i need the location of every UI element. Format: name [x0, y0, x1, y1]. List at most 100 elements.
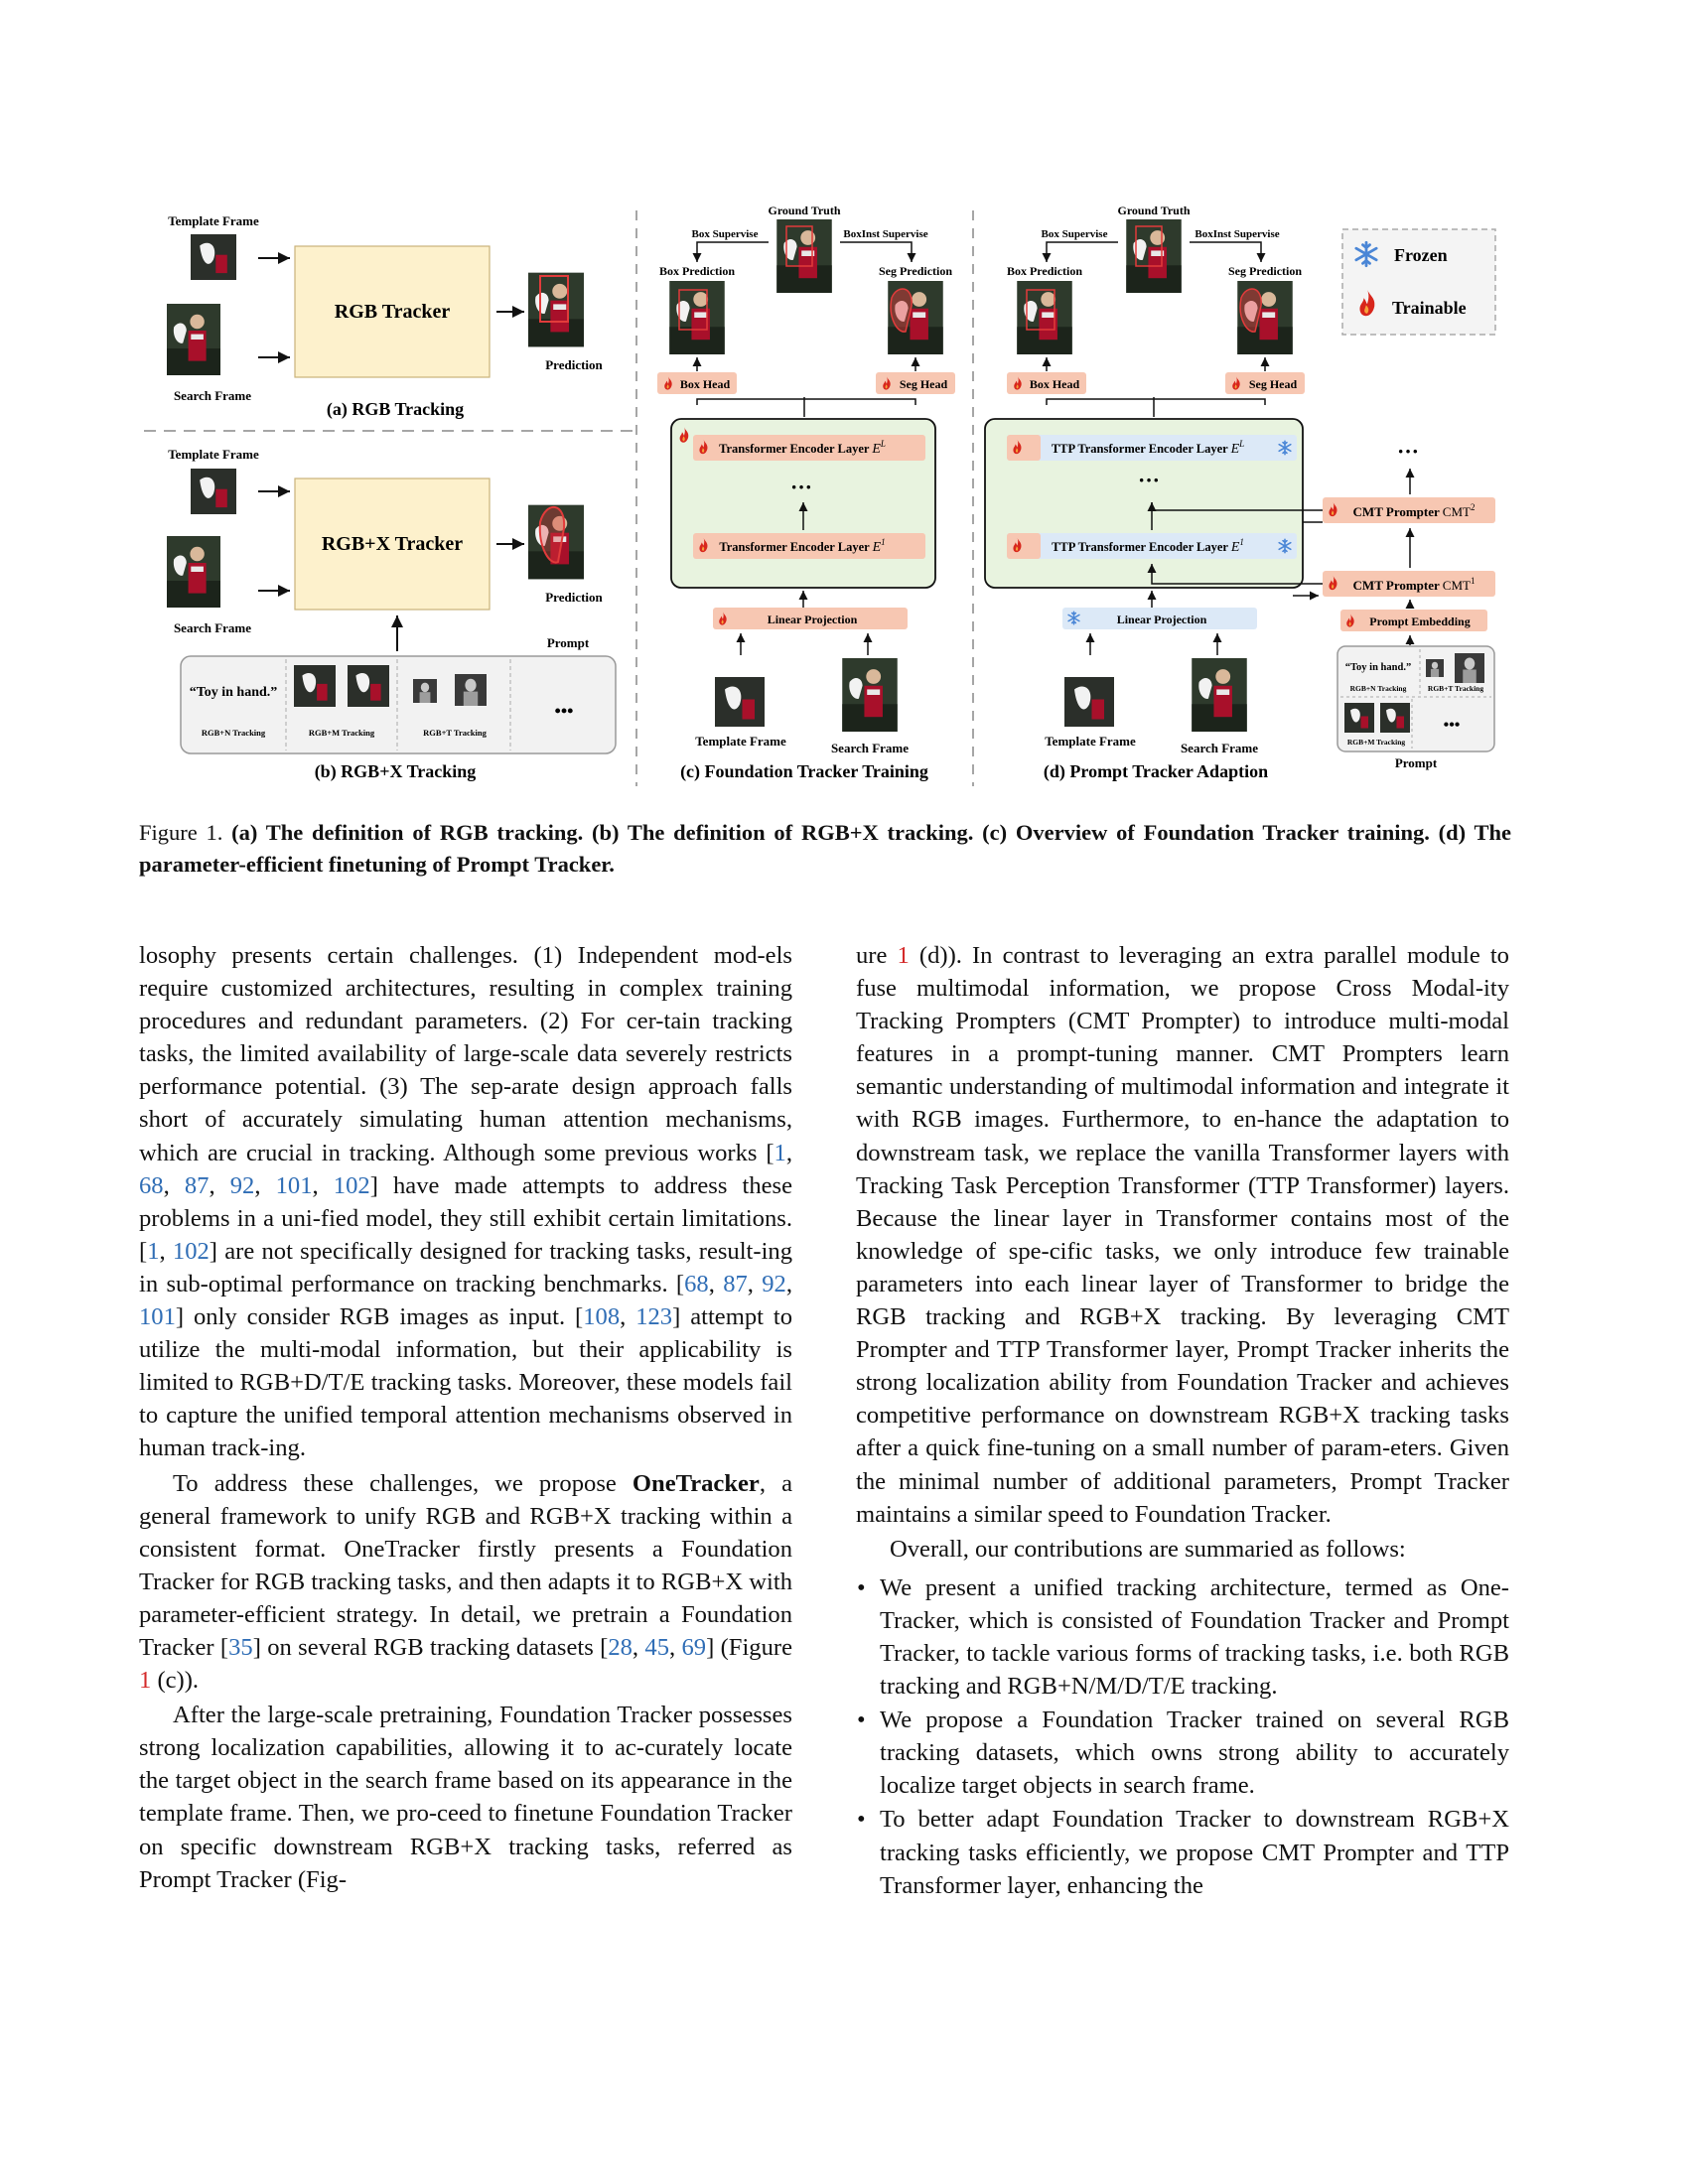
citation-link[interactable]: 102 — [172, 1237, 210, 1265]
gt-box — [785, 225, 813, 267]
panel-d-search-image — [1192, 658, 1247, 732]
citation-link[interactable]: 92 — [229, 1171, 255, 1199]
figure-1: Template Frame Search Frame RGB Tracker … — [144, 204, 1496, 786]
rgb-m-label: RGB+M Tracking — [309, 728, 375, 738]
onetracker-name: OneTracker — [632, 1469, 760, 1497]
ttp-layer-top-label: TTP Transformer Encoder Layer EL — [1052, 439, 1244, 457]
panel-c-ground-truth-label: Ground Truth — [768, 204, 840, 217]
citation-link[interactable]: 87 — [723, 1270, 748, 1297]
panel-d-seg-prediction: Seg Prediction — [1228, 264, 1302, 278]
contributions-list: We present a unified tracking architectu… — [856, 1571, 1509, 1902]
seg-head — [1225, 372, 1305, 394]
figure-ref-link[interactable]: 1 — [897, 942, 910, 969]
list-item: We propose a Foundation Tracker trained … — [857, 1704, 1509, 1802]
box-head-label: Box Head — [1030, 377, 1080, 391]
legend-trainable: Trainable — [1392, 298, 1467, 318]
panel-c-box-prediction: Box Prediction — [659, 264, 735, 278]
box-head — [1007, 372, 1086, 394]
panel-c-template-image — [715, 677, 765, 727]
cmt-prompter-2-label: CMT Prompter CMT2 — [1353, 502, 1476, 519]
prompt-thermal-image — [1455, 653, 1484, 683]
text-run: (d)). In contrast to leveraging an extra… — [856, 942, 1509, 1528]
panel-d-rgb-m-label: RGB+M Tracking — [1347, 738, 1406, 747]
panel-c-search-image — [842, 658, 898, 732]
panel-d-template-label: Template Frame — [1045, 734, 1136, 749]
supervise-line — [1042, 241, 1118, 262]
panel-d-title: (d) Prompt Tracker Adaption — [1044, 761, 1268, 782]
paragraph: ure 1 (d)). In contrast to leveraging an… — [856, 939, 1509, 1531]
ttp-trainable-part — [1007, 533, 1041, 559]
panel-a-search-label: Search Frame — [174, 388, 251, 403]
citation-link[interactable]: 102 — [333, 1171, 370, 1199]
citation-link[interactable]: 92 — [762, 1270, 786, 1297]
panel-d-prompt-label: Prompt — [1395, 755, 1438, 770]
figure-ref-link[interactable]: 1 — [139, 1667, 152, 1695]
panel-d-prompt-text: “Toy in hand.” — [1345, 662, 1411, 673]
panel-d-ground-truth-image — [1126, 219, 1182, 293]
panel-b: Template Frame Search Frame RGB+X Tracke… — [167, 447, 617, 782]
panel-b-template-image — [191, 469, 236, 514]
seg-pred-mask — [890, 288, 913, 333]
citation-link[interactable]: 35 — [228, 1633, 253, 1661]
left-column: losophy presents certain challenges. (1)… — [139, 939, 792, 1896]
encoder-layer-bottom-label: Transformer Encoder Layer E1 — [719, 537, 885, 555]
linear-projection-label: Linear Projection — [768, 613, 858, 626]
prediction-mask — [538, 505, 566, 564]
seg-head — [876, 372, 955, 394]
frozen-linear-projection-label: Linear Projection — [1117, 613, 1207, 626]
head-connector — [1046, 398, 1266, 405]
paragraph: losophy presents certain challenges. (1)… — [139, 942, 793, 1462]
cmt-prompter-1 — [1323, 571, 1495, 597]
encoder-dots: ··· — [790, 475, 812, 499]
rgb-tracker-box — [294, 245, 491, 378]
panel-c: Ground Truth Box Supervise BoxInst Super… — [657, 204, 955, 782]
panel-a-title: (a) RGB Tracking — [327, 399, 464, 420]
ttp-layer-top — [1007, 435, 1297, 461]
panel-b-template-label: Template Frame — [168, 447, 259, 462]
panel-c-search-label: Search Frame — [831, 741, 909, 755]
paragraph: To address these challenges, we propose … — [139, 1469, 792, 1695]
text-run: ure — [856, 942, 898, 969]
ttp-trainable-part — [1007, 435, 1041, 461]
caption-label: Figure 1. — [139, 820, 223, 845]
box-pred-rect — [1026, 289, 1055, 331]
panel-d-prompt-ellipsis: ••• — [1444, 717, 1461, 734]
citation-link[interactable]: 108 — [583, 1303, 621, 1331]
panel-c-boxinst-supervise: BoxInst Supervise — [843, 228, 927, 240]
citation-link[interactable]: 101 — [275, 1171, 313, 1199]
panel-c-seg-prediction: Seg Prediction — [879, 264, 952, 278]
text-run: ] (Figure — [706, 1633, 792, 1661]
text-run: (c)). — [151, 1667, 200, 1695]
seg-head-label: Seg Head — [900, 377, 948, 391]
panel-c-template-label: Template Frame — [695, 734, 786, 749]
panel-d-search-label: Search Frame — [1181, 741, 1258, 755]
panel-a-template-image — [191, 234, 236, 280]
citation-link[interactable]: 68 — [684, 1270, 709, 1297]
panel-d-box-supervise: Box Supervise — [1042, 228, 1108, 240]
citation-link[interactable]: 45 — [644, 1633, 669, 1661]
citation-link[interactable]: 28 — [608, 1633, 633, 1661]
citation-link[interactable]: 87 — [184, 1171, 210, 1199]
panel-a: Template Frame Search Frame RGB Tracker … — [167, 213, 604, 420]
citation-link[interactable]: 123 — [635, 1303, 673, 1331]
gt-box — [1135, 225, 1163, 267]
prompt-thermal-image — [455, 674, 487, 706]
prompt-mask-image — [294, 665, 336, 707]
prompt-embedding — [1340, 610, 1487, 631]
citation-link[interactable]: 1 — [774, 1139, 786, 1166]
panel-d-template-image — [1064, 677, 1114, 727]
text-run: losophy presents certain challenges. (1)… — [139, 942, 792, 1166]
rgb-t-label: RGB+T Tracking — [423, 728, 487, 738]
citation-link[interactable]: 1 — [147, 1237, 160, 1265]
panel-d-rgb-t-label: RGB+T Tracking — [1428, 684, 1483, 693]
citation-link[interactable]: 69 — [681, 1633, 707, 1661]
panel-c-ground-truth-image — [776, 219, 832, 293]
citation-link[interactable]: 101 — [139, 1303, 176, 1331]
panel-d-boxinst-supervise: BoxInst Supervise — [1195, 228, 1279, 240]
citation-link[interactable]: 68 — [139, 1171, 164, 1199]
prompt-ellipsis: ••• — [555, 701, 574, 721]
rgb-tracker-label: RGB Tracker — [335, 301, 451, 323]
prompt-embedding-label: Prompt Embedding — [1369, 614, 1470, 628]
panel-a-template-label: Template Frame — [168, 213, 259, 228]
encoder-layer-top — [693, 435, 925, 461]
